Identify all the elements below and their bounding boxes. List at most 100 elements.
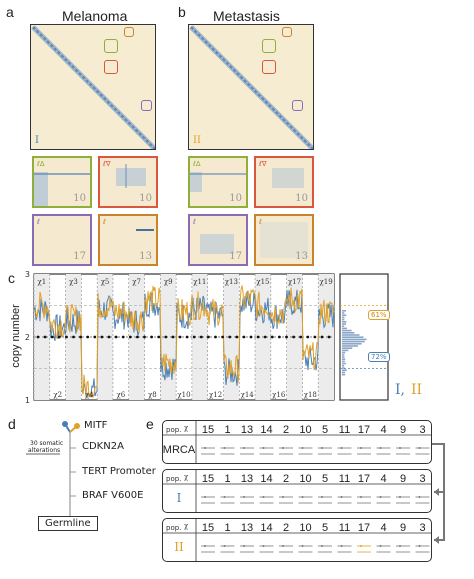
cn-hist-bar bbox=[342, 334, 360, 336]
cn-side-frame bbox=[339, 273, 389, 401]
tile-b-red: ℓ∇ 10 bbox=[254, 156, 314, 208]
tile-b-orange-icon: ℓ bbox=[259, 218, 262, 226]
cn-dot bbox=[263, 335, 267, 339]
tile-a-purple: ℓ 17 bbox=[32, 214, 92, 266]
tile-a-green: ℓ∆ 10 bbox=[32, 156, 92, 208]
cn-dot bbox=[235, 335, 239, 339]
cn-dot bbox=[79, 335, 82, 339]
cn-hist-bar bbox=[342, 365, 345, 367]
cn-dot bbox=[199, 335, 203, 339]
zoom-box-orange-small bbox=[124, 27, 134, 37]
cn-hist-bar bbox=[342, 351, 346, 354]
e-panel-mrca bbox=[162, 420, 432, 464]
cn-hist-bar bbox=[342, 345, 358, 347]
leaf-I-dot bbox=[62, 421, 68, 427]
cn-hist-bar bbox=[342, 323, 347, 325]
tile-a-green-icon: ℓ∆ bbox=[37, 160, 45, 168]
zoom-box-green-b bbox=[262, 39, 276, 53]
cn-chrom-label-bottom: χ4 bbox=[85, 391, 94, 399]
cn-hist-bar bbox=[342, 312, 345, 314]
panel-d-letter: d bbox=[8, 416, 16, 432]
metastasis-diagonal bbox=[189, 25, 313, 149]
cn-dot bbox=[278, 335, 281, 339]
panel-a-title: Melanoma bbox=[62, 8, 128, 24]
cn-hist-bar bbox=[342, 316, 345, 319]
cn-hist-bar bbox=[342, 318, 345, 321]
cn-chrom-label-top: χ13 bbox=[225, 278, 238, 286]
tile-a-orange: ℓ 13 bbox=[98, 214, 158, 266]
cn-dot bbox=[128, 335, 132, 339]
cn-dot bbox=[121, 335, 125, 339]
cn-hist-bar bbox=[342, 332, 355, 334]
cn-dot bbox=[249, 335, 253, 339]
tile-a-purple-num: 17 bbox=[73, 251, 86, 262]
cn-dot bbox=[306, 335, 310, 339]
cn-dot bbox=[136, 335, 139, 339]
tile-b-red-icon: ℓ∇ bbox=[259, 160, 267, 168]
tile-b-purple-num: 17 bbox=[229, 251, 242, 262]
cn-dot bbox=[93, 335, 97, 339]
cn-chrom-label-top: χ11 bbox=[193, 278, 206, 286]
cn-hist-bar bbox=[342, 373, 346, 376]
cn-ytick: 1 bbox=[25, 396, 30, 405]
cn-chrom-label-bottom: χ2 bbox=[53, 391, 62, 399]
tile-b-green-icon: ℓ∆ bbox=[193, 160, 201, 168]
cn-hist-bar bbox=[342, 310, 347, 312]
cn-dot bbox=[100, 335, 104, 339]
tile-b-green-pattern bbox=[190, 172, 246, 192]
zoom-box-red-b bbox=[262, 60, 276, 74]
cn-dot bbox=[185, 335, 189, 339]
cn-hist-bar bbox=[342, 362, 346, 365]
cn-dot bbox=[214, 335, 217, 339]
zoom-box-red bbox=[104, 60, 118, 74]
panel-a-letter: a bbox=[6, 4, 14, 20]
cn-dot bbox=[150, 335, 154, 339]
cn-hist-bar bbox=[342, 314, 347, 316]
cn-chrom-label-top: χ5 bbox=[101, 278, 110, 286]
tile-b-purple-icon: ℓ bbox=[193, 218, 196, 226]
cn-hist-bar bbox=[342, 354, 345, 356]
melanoma-heatmap: I bbox=[30, 24, 156, 150]
side-percent-top: 61% bbox=[368, 310, 390, 320]
cn-chrom-label-bottom: χ16 bbox=[272, 391, 286, 399]
cn-chrom-label-top: χ3 bbox=[69, 278, 78, 286]
cn-dot bbox=[107, 335, 111, 339]
cn-chrom-label-top: χ1 bbox=[38, 278, 47, 286]
zoom-box-green bbox=[104, 39, 118, 53]
cn-hist-bar bbox=[342, 325, 345, 327]
cn-dot bbox=[242, 335, 246, 339]
cn-chrom-label-bottom: χ14 bbox=[241, 391, 255, 399]
tile-b-orange-pattern bbox=[260, 222, 308, 258]
cn-hist-bar bbox=[342, 356, 345, 358]
cn-dot bbox=[320, 335, 324, 339]
cn-dot bbox=[57, 335, 61, 339]
legend-II: II bbox=[411, 382, 423, 398]
cn-dot bbox=[164, 335, 168, 339]
tile-b-red-num: 10 bbox=[295, 193, 308, 204]
tile-a-green-pattern bbox=[34, 172, 90, 206]
cn-dot bbox=[72, 335, 75, 339]
e-arrow-to-II bbox=[432, 443, 445, 541]
tile-b-orange: ℓ 13 bbox=[254, 214, 314, 266]
scale-label-2: alterations bbox=[28, 447, 61, 454]
cn-hist-bar bbox=[342, 336, 364, 338]
tile-a-orange-icon: ℓ bbox=[103, 218, 106, 226]
cn-chrom-label-top: χ17 bbox=[288, 278, 301, 286]
cn-dot bbox=[143, 335, 146, 339]
tile-b-purple-pattern bbox=[200, 234, 234, 254]
cn-dot bbox=[221, 335, 225, 339]
e-panel-II bbox=[162, 518, 432, 562]
cn-hist-bar bbox=[342, 360, 345, 363]
melanoma-roman: I bbox=[35, 135, 39, 146]
cn-chrom-label-bottom: χ12 bbox=[209, 391, 222, 399]
e-arrowhead-II bbox=[434, 536, 439, 544]
zoom-box-purple bbox=[141, 100, 152, 111]
cn-chrom-label-top: χ15 bbox=[256, 278, 269, 286]
zoom-box-orange-small-b bbox=[282, 27, 292, 37]
metastasis-roman: II bbox=[193, 135, 201, 146]
tile-a-green-num: 10 bbox=[73, 193, 86, 204]
tile-a-red-pattern bbox=[116, 164, 146, 188]
germline-box: Germline bbox=[38, 516, 98, 531]
cn-hist-bar bbox=[342, 347, 353, 349]
